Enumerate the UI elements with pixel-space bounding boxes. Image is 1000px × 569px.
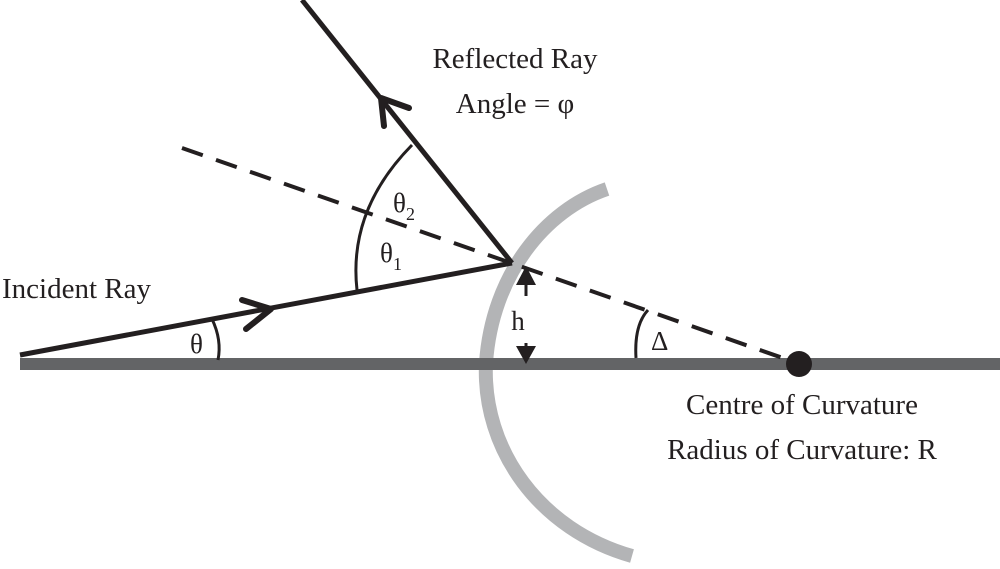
theta-arc	[210, 318, 221, 361]
reflected-arrow-icon	[378, 95, 412, 129]
concave-mirror	[478, 182, 634, 563]
incident-arrow-icon	[239, 297, 274, 332]
height-arrow-down-icon	[516, 346, 536, 364]
reflected-angle-label: Angle = φ	[456, 88, 574, 120]
height-label: h	[511, 306, 525, 336]
reflected-ray-label: Reflected Ray	[432, 43, 598, 75]
theta1-label: θ1	[380, 238, 402, 274]
centre-of-curvature-label: Centre of Curvature	[686, 389, 918, 421]
theta-label: θ	[190, 329, 203, 359]
delta-label: Δ	[651, 326, 668, 356]
radius-of-curvature-label: Radius of Curvature: R	[667, 434, 937, 466]
theta1-theta2-arc	[354, 143, 414, 291]
theta2-label: θ2	[393, 188, 415, 224]
incident-ray-label: Incident Ray	[2, 273, 151, 305]
height-arrow-up-icon	[516, 266, 536, 285]
normal-dashed-line	[181, 146, 801, 366]
centre-of-curvature-point	[786, 351, 812, 377]
reflected-ray	[300, 0, 514, 265]
delta-arc	[634, 308, 650, 359]
